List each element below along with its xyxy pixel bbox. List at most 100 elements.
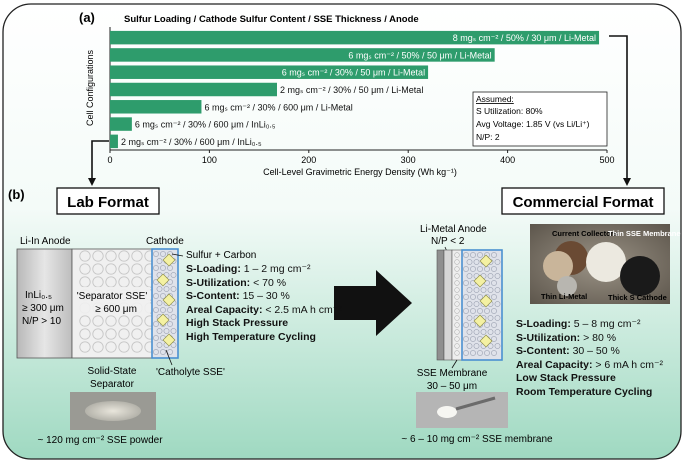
chart-bar-label: 2 mgₛ cm⁻² / 30% / 50 μm / Li-Metal xyxy=(280,85,423,95)
catholyte-particle xyxy=(491,322,497,328)
commercial-li-metal-layer xyxy=(443,249,453,361)
sulfur-carbon-particle xyxy=(479,334,493,348)
catholyte-particle xyxy=(480,287,487,293)
catholyte-particle xyxy=(477,308,483,314)
catholyte-particle xyxy=(470,322,476,328)
sulfur-carbon-particle xyxy=(156,313,170,327)
catholyte-particle xyxy=(463,280,469,286)
lab-anode-np-ratio: N/P > 10 xyxy=(22,316,61,327)
lab-spec-s-loading: S-Loading: 1 – 2 mg cm⁻² xyxy=(186,263,311,275)
lab-format-title-box xyxy=(56,187,160,215)
catholyte-particle xyxy=(156,258,163,264)
catholyte-particle xyxy=(487,329,494,335)
catholyte-particle xyxy=(160,251,166,257)
catholyte-particle xyxy=(491,336,497,342)
catholyte-particle xyxy=(480,329,487,335)
catholyte-particle xyxy=(156,342,163,348)
catholyte-particle xyxy=(494,259,501,265)
chart-bar-label: 8 mgₛ cm⁻² / 50% / 30 μm / Li-Metal xyxy=(453,33,596,43)
membrane-pointer xyxy=(451,359,458,369)
separator-particle xyxy=(79,328,91,340)
photo-label-thin-sse-membrane: Thin SSE Membrane xyxy=(608,229,681,238)
assumption-utilization: S Utilization: 80% xyxy=(476,106,543,116)
sulfur-carbon-particle xyxy=(473,314,487,328)
solid-state-separator-label-1: Solid-State xyxy=(88,366,137,377)
chart-bar xyxy=(110,30,600,45)
chart-x-tick-label: 500 xyxy=(599,155,614,165)
sulfur-carbon-particle xyxy=(479,294,493,308)
catholyte-particle xyxy=(491,280,497,286)
commercial-spec-areal-capacity: Areal Capacity: > 6 mA h cm⁻² xyxy=(516,358,664,371)
chart-bar xyxy=(110,134,118,149)
lab-anode-layer xyxy=(16,248,73,359)
catholyte-particle xyxy=(491,266,497,272)
catholyte-particle xyxy=(491,252,497,258)
chart-x-tick-label: 200 xyxy=(301,155,316,165)
separator-particle xyxy=(105,250,117,262)
separator-particle xyxy=(79,315,91,327)
separator-particle xyxy=(105,315,117,327)
catholyte-particle xyxy=(466,259,473,265)
catholyte-particle xyxy=(487,287,494,293)
membrane-particle xyxy=(454,322,460,328)
catholyte-particle xyxy=(477,252,483,258)
arrow-to-commercial-format xyxy=(609,35,628,180)
lab-anode-composition: InLi₀.₅ xyxy=(25,290,52,301)
lab-separator-name: 'Separator SSE' xyxy=(77,291,148,302)
catholyte-particle xyxy=(463,266,469,272)
catholyte-particle xyxy=(466,287,473,293)
catholyte-particle xyxy=(163,328,170,334)
commercial-np-ratio: N/P < 2 xyxy=(431,236,465,247)
cell-components-photo xyxy=(530,224,670,304)
chart-x-tick-label: 300 xyxy=(401,155,416,165)
membrane-particle xyxy=(454,343,460,349)
sulfur-carbon-particle xyxy=(162,253,176,267)
panel-a-title: Sulfur Loading / Cathode Sulfur Content … xyxy=(124,14,419,25)
catholyte-particle xyxy=(153,307,159,313)
lab-spec-temperature: High Temperature Cycling xyxy=(186,330,316,343)
sse-powder-photo xyxy=(70,392,156,430)
sulfur-carbon-particle xyxy=(156,273,170,287)
membrane-particle xyxy=(454,336,460,342)
separator-particle xyxy=(118,328,130,340)
separator-particle xyxy=(92,250,104,262)
separator-particle xyxy=(131,328,143,340)
commercial-format-title: Commercial Format xyxy=(513,194,654,211)
catholyte-particle xyxy=(470,308,476,314)
catholyte-particle xyxy=(463,294,469,300)
chart-bar-label: 6 mgₛ cm⁻² / 30% / 600 μm / InLi₀.₅ xyxy=(135,120,276,130)
catholyte-particle xyxy=(470,336,476,342)
lab-cathode-particles xyxy=(153,251,177,355)
lab-spec-areal-capacity: Areal Capacity: < 2.5 mA h cm⁻² xyxy=(186,303,342,316)
transition-arrow xyxy=(334,270,412,336)
catholyte-particle xyxy=(167,307,173,313)
catholyte-particle xyxy=(153,251,159,257)
catholyte-particle xyxy=(491,308,497,314)
catholyte-particle xyxy=(473,301,480,307)
catholyte-particle xyxy=(466,273,473,279)
catholyte-particle xyxy=(487,273,494,279)
catholyte-particle xyxy=(156,300,163,306)
catholyte-particle xyxy=(470,350,476,356)
catholyte-particle xyxy=(473,343,480,349)
sse-membrane-photo xyxy=(416,392,508,428)
photo-label-current-collectors: Current Collectors xyxy=(552,229,618,238)
chart-x-tick-label: 100 xyxy=(202,155,217,165)
commercial-specs: S-Loading: 5 – 8 mg cm⁻² S-Utilization: … xyxy=(516,318,663,399)
catholyte-particle xyxy=(153,265,159,271)
catholyte-particle xyxy=(494,315,501,321)
catholyte-particle xyxy=(494,343,501,349)
chart-bar xyxy=(110,100,202,114)
catholyte-particle xyxy=(494,287,501,293)
catholyte-particle xyxy=(153,321,159,327)
catholyte-particle xyxy=(491,294,497,300)
commercial-anode-label: Li-Metal Anode xyxy=(420,224,487,235)
chart-bar xyxy=(110,82,277,97)
photo-label-thin-li-metal: Thin Li-Metal xyxy=(541,292,587,301)
membrane-particles xyxy=(454,252,460,356)
catholyte-particle xyxy=(473,259,480,265)
membrane-particle xyxy=(454,315,460,321)
separator-particle xyxy=(131,250,143,262)
membrane-particle xyxy=(454,308,460,314)
catholyte-particle xyxy=(160,293,166,299)
